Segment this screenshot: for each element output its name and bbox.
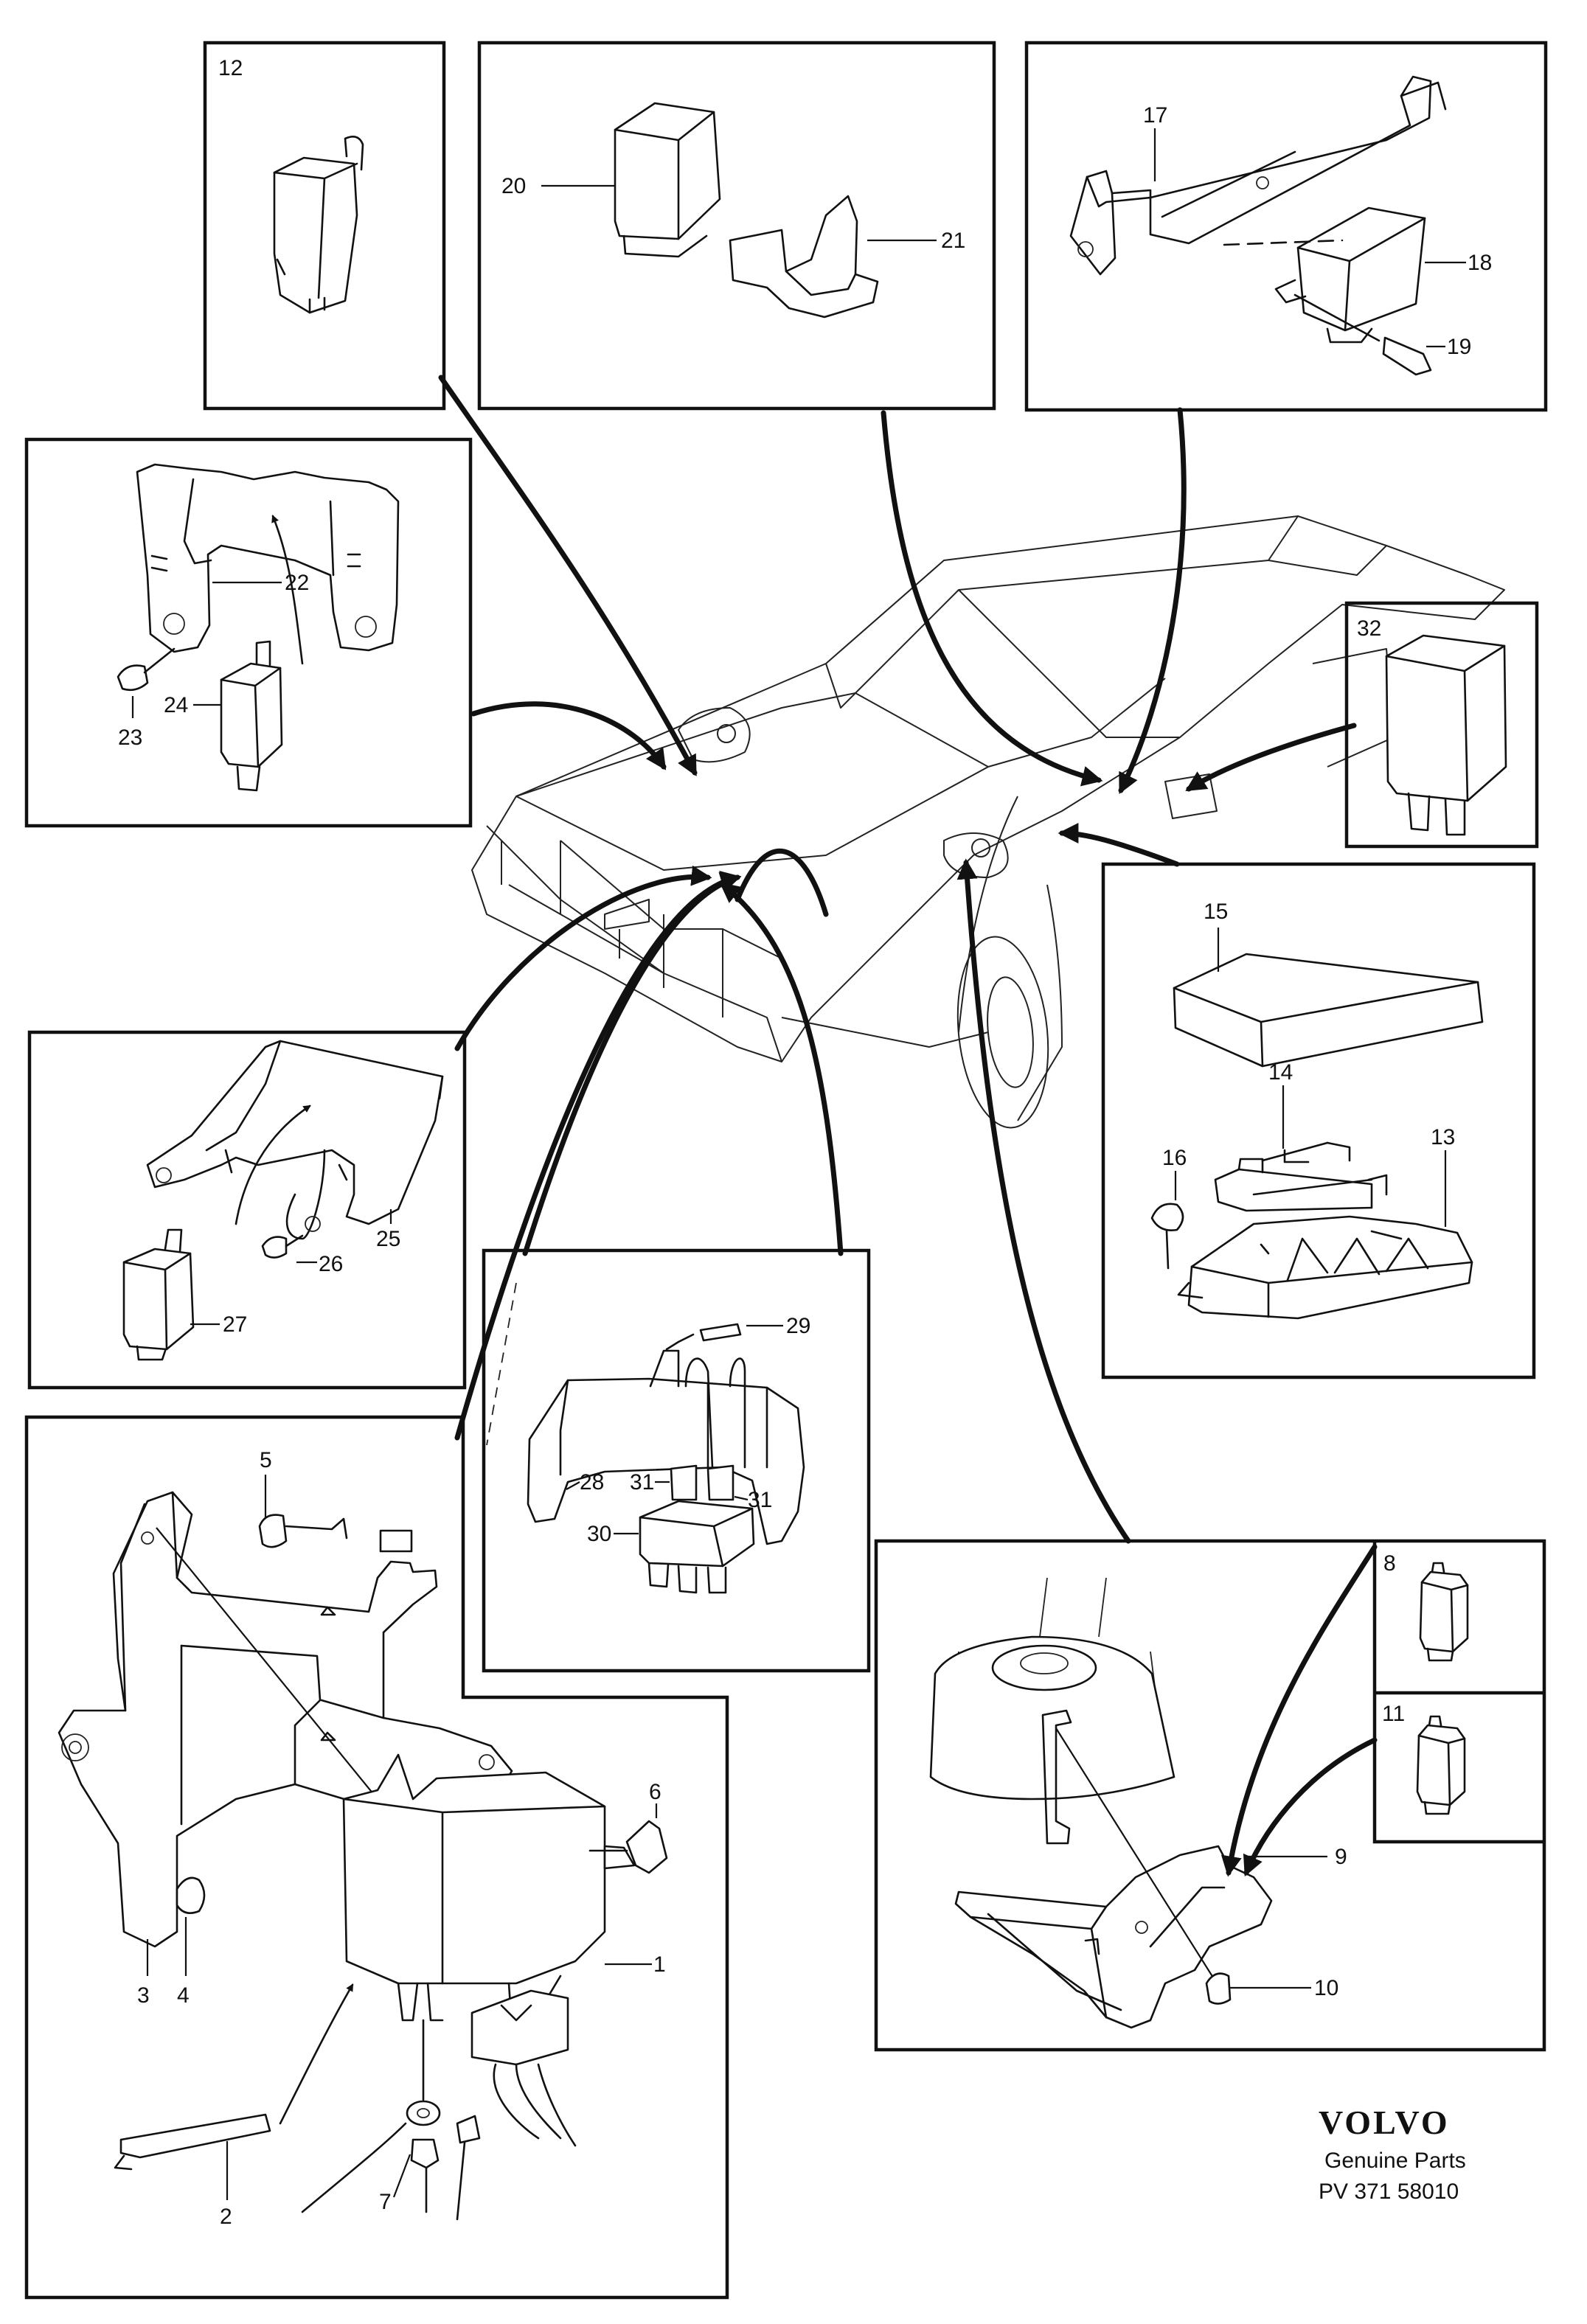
part-number: PV 371 58010	[1319, 2179, 1459, 2204]
box-25-26-27: 25 26 27	[27, 1030, 467, 1390]
genuine-parts-label: Genuine Parts	[1324, 2149, 1466, 2173]
callout-6: 6	[649, 1780, 661, 1804]
callout-12: 12	[218, 56, 243, 80]
callout-10: 10	[1314, 1976, 1338, 2000]
box-12: 12	[203, 41, 446, 411]
callout-17: 17	[1143, 103, 1167, 128]
box-22-23-24: 22 23 24	[24, 437, 473, 828]
callout-28: 28	[580, 1470, 604, 1495]
callout-5: 5	[260, 1448, 272, 1472]
callout-1: 1	[653, 1952, 666, 1977]
box-8-11: 8 11 9 10	[874, 1539, 1546, 2052]
callout-11: 11	[1382, 1702, 1405, 1726]
connection-arrows	[438, 375, 1357, 1544]
volvo-logo: VOLVO	[1319, 2104, 1450, 2141]
box-20-21: 20 21	[477, 41, 996, 411]
callout-18: 18	[1468, 251, 1492, 275]
callout-31-left: 31	[630, 1470, 654, 1495]
callout-9: 9	[1335, 1845, 1347, 1869]
callout-30: 30	[587, 1522, 611, 1546]
callout-20: 20	[501, 174, 526, 198]
callout-29: 29	[786, 1314, 810, 1338]
callout-27: 27	[223, 1312, 247, 1337]
callout-2: 2	[220, 2205, 232, 2229]
box-17-18-19: 17 18 19	[1024, 41, 1548, 412]
callout-4: 4	[177, 1983, 190, 2008]
box-28-31: 29 28 31 31 30	[482, 1248, 871, 1673]
callout-13: 13	[1431, 1125, 1455, 1149]
callout-24: 24	[164, 693, 188, 717]
callout-16: 16	[1162, 1146, 1187, 1170]
callout-7: 7	[379, 2190, 392, 2214]
callout-31-right: 31	[748, 1488, 772, 1512]
callout-23: 23	[118, 726, 142, 750]
callout-22: 22	[285, 571, 309, 595]
car-outline	[471, 515, 1505, 1129]
callout-8: 8	[1383, 1551, 1396, 1576]
callout-21: 21	[941, 229, 965, 253]
box-32: 32	[1344, 601, 1539, 849]
callout-32: 32	[1357, 616, 1381, 641]
callout-3: 3	[137, 1983, 150, 2008]
callout-14: 14	[1268, 1060, 1293, 1085]
callout-25: 25	[376, 1227, 400, 1251]
callout-19: 19	[1447, 335, 1471, 359]
callout-15: 15	[1204, 900, 1228, 924]
callout-26: 26	[319, 1252, 343, 1276]
box-1-7: 5 6 1 3 4 2 7	[24, 1415, 729, 2300]
box-13-16: 15 14 16 13	[1101, 862, 1536, 1380]
